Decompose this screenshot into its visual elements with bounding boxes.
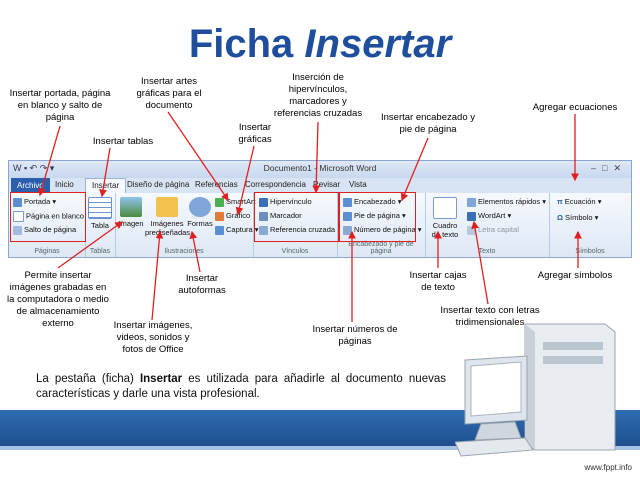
smartart-button[interactable]: SmartArt [215, 197, 256, 207]
table-icon [88, 197, 112, 219]
shapes-icon [189, 197, 211, 217]
drop-cap-icon [467, 225, 476, 235]
annotation-multimedia: Insertar imágenes, videos, sonidos y fot… [113, 320, 193, 355]
grafico-button[interactable]: Gráfico [215, 211, 250, 221]
link-icon [259, 197, 268, 207]
computer-icon [455, 323, 616, 457]
page-number-icon [343, 225, 352, 235]
tab-vista[interactable]: Vista [349, 180, 367, 189]
group-label-vinculos: Vínculos [281, 248, 309, 255]
page-title: Ficha Insertar [0, 22, 640, 67]
numero-de-pagina-button[interactable]: Número de página ▾ [343, 225, 422, 235]
tab-inicio[interactable]: Inicio [55, 180, 74, 189]
description-text: La pestaña (ficha) Insertar es utilizada… [36, 373, 446, 400]
tab-diseno[interactable]: Diseño de página [127, 180, 190, 189]
header-icon [343, 197, 352, 207]
quick-parts-icon [467, 197, 476, 207]
annotation-imagen: Permite insertar imágenes grabadas en la… [7, 270, 109, 329]
annotation-smartart: Insertar artes gráficas para el document… [136, 76, 202, 111]
quick-access-toolbar[interactable]: W ▪ ↶ ↷ ▾ [13, 163, 55, 173]
portada-button[interactable]: Portada ▾ [13, 197, 56, 207]
group-tablas: Tabla Tablas [85, 193, 116, 257]
bookmark-icon [259, 211, 268, 221]
annotation-portada: Insertar portada, página en blanco y sal… [9, 88, 111, 123]
annotation-encabezado: Insertar encabezado y pie de página [380, 112, 475, 135]
group-ilustraciones: Imagen Imágenes prediseñadas Formas Smar… [115, 193, 259, 257]
group-label-texto: Texto [478, 248, 496, 255]
group-label-simbolos: Símbolos [575, 248, 605, 255]
window-title: Documento1 - Microsoft Word [263, 163, 377, 173]
wordart-button[interactable]: WordArt ▾ [467, 211, 511, 221]
omega-icon: Ω [557, 213, 564, 222]
annotation-ecuaciones: Agregar ecuaciones [532, 102, 618, 113]
elementos-rapidos-button[interactable]: Elementos rápidos ▾ [467, 197, 546, 207]
title-emph: Insertar [304, 22, 452, 66]
cuadro-de-texto-button[interactable]: Cuadro de texto [429, 197, 461, 239]
wordart-icon [467, 211, 476, 221]
annotation-wordart: Insertar texto con letras tridimensional… [440, 305, 540, 328]
portada-icon [13, 197, 22, 207]
cross-reference-icon [259, 225, 268, 235]
annotation-cajas: Insertar cajas de texto [409, 270, 467, 293]
tab-revisar[interactable]: Revisar [313, 180, 341, 189]
image-icon [120, 197, 142, 217]
chart-icon [215, 211, 224, 221]
group-vinculos: Hipervínculo Marcador Referencia cruzada… [253, 193, 338, 257]
screenshot-icon [215, 225, 224, 235]
formas-button[interactable]: Formas [187, 197, 213, 228]
annotation-tablas: Insertar tablas [92, 136, 154, 147]
footer-line [0, 446, 640, 450]
annotation-numeros: Insertar números de páginas [312, 324, 398, 347]
group-paginas: Portada ▾ Página en blanco Salto de pági… [9, 193, 86, 257]
ribbon-tabs: Archivo Inicio Insertar Diseño de página… [9, 178, 631, 194]
group-label-ilustraciones: Ilustraciones [164, 248, 204, 255]
footer-icon [343, 211, 352, 221]
text-box-icon [433, 197, 457, 219]
annotation-vinculos: Inserción de hipervínculos, marcadores y… [273, 72, 363, 119]
group-encabezado: Encabezado ▾ Pie de página ▾ Número de p… [337, 193, 426, 257]
group-label-encabezado: Encabezado y pie de página [348, 241, 414, 255]
imagenes-prediseñadas-button[interactable]: Imágenes prediseñadas [145, 197, 190, 237]
group-label-paginas: Páginas [34, 248, 60, 255]
annotation-autoformas: Insertar autoformas [178, 273, 226, 296]
tab-referencias[interactable]: Referencias [195, 180, 238, 189]
blank-page-icon [13, 211, 24, 222]
tab-insertar[interactable]: Insertar [85, 178, 127, 194]
highlight-encabezado [338, 192, 416, 242]
hipervinculo-button[interactable]: Hipervínculo [259, 197, 312, 207]
annotation-graficas: Insertar gráficas [238, 122, 272, 145]
credit-text: www.fppt.info [584, 463, 632, 472]
smartart-icon [215, 197, 224, 207]
title-bar: W ▪ ↶ ↷ ▾ Documento1 - Microsoft Word –□… [9, 161, 631, 179]
pie-de-pagina-button[interactable]: Pie de página ▾ [343, 211, 406, 221]
salto-de-pagina-button[interactable]: Salto de página [13, 225, 76, 235]
highlight-vinculos [254, 192, 340, 242]
tabla-button[interactable]: Tabla [87, 197, 113, 230]
encabezado-button[interactable]: Encabezado ▾ [343, 197, 402, 207]
page-break-icon [13, 225, 22, 235]
pi-icon: π [557, 197, 563, 206]
tab-correspondencia[interactable]: Correspondencia [245, 180, 306, 189]
captura-button[interactable]: Captura ▾ [215, 225, 259, 235]
referencia-cruzada-button[interactable]: Referencia cruzada [259, 225, 335, 235]
title-prefix: Ficha [188, 22, 294, 66]
group-label-tablas: Tablas [89, 248, 111, 255]
clipart-icon [156, 197, 178, 217]
tab-archivo[interactable]: Archivo [11, 178, 50, 193]
group-texto: Cuadro de texto Elementos rápidos ▾ Word… [425, 193, 550, 257]
pagina-en-blanco-button[interactable]: Página en blanco [13, 211, 84, 222]
letra-capital-button[interactable]: Letra capital [467, 225, 519, 235]
marcador-button[interactable]: Marcador [259, 211, 302, 221]
window-controls[interactable]: –□✕ [591, 163, 627, 173]
imagen-button[interactable]: Imagen [117, 197, 145, 228]
annotation-simbolos: Agregar símbolos [537, 270, 613, 281]
highlight-paginas [10, 192, 86, 242]
